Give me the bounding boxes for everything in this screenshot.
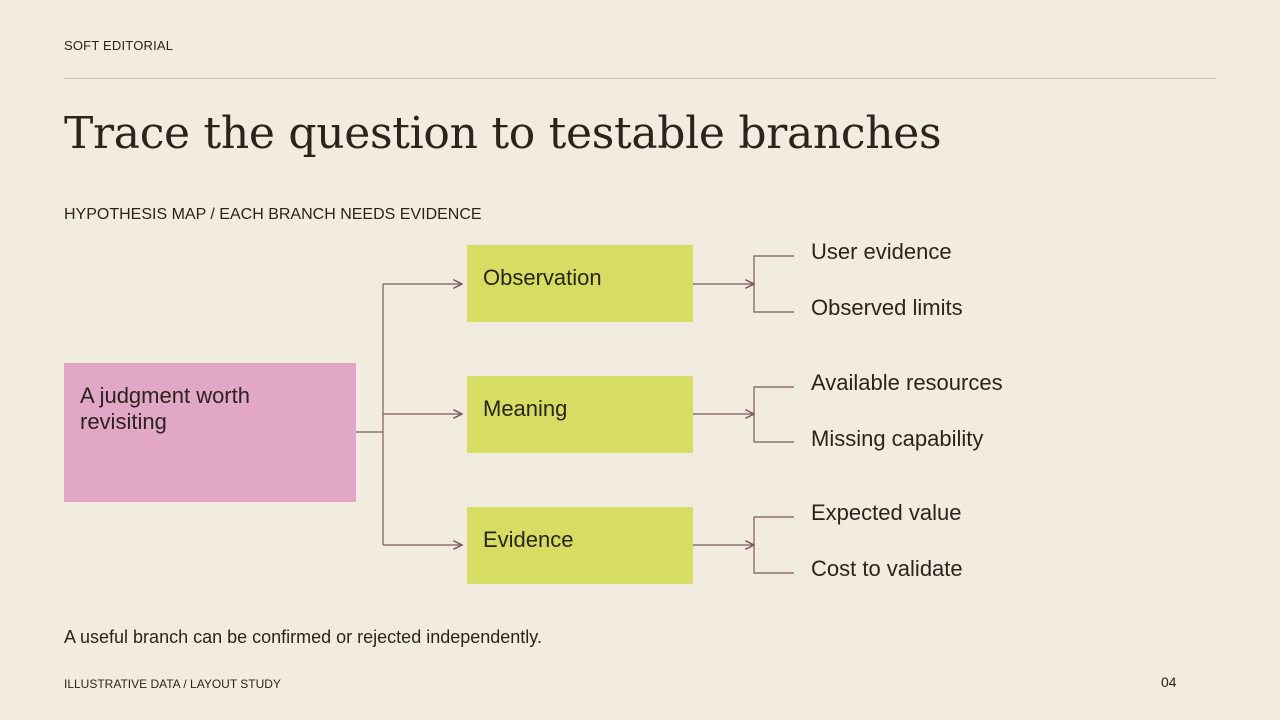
leaf-missing-capability: Missing capability [811, 426, 984, 451]
header-rule [64, 78, 1216, 79]
leaf-available-resources: Available resources [811, 370, 1003, 395]
branch-node-observation: Observation [467, 245, 693, 322]
branch-node-evidence: Evidence [467, 507, 693, 584]
root-node: A judgment worth revisiting [64, 363, 356, 502]
page-number: 04 [1161, 674, 1177, 690]
meaning-leaf-bracket [753, 386, 794, 443]
leaf-observed-limits: Observed limits [811, 295, 963, 320]
footnote: A useful branch can be confirmed or reje… [64, 627, 542, 647]
observation-leaf-bracket [753, 255, 794, 313]
evidence-leaf-bracket [753, 516, 794, 574]
footer-caption: ILLUSTRATIVE DATA / LAYOUT STUDY [64, 677, 281, 691]
kicker: SOFT EDITORIAL [64, 38, 174, 53]
leaf-expected-value: Expected value [811, 500, 962, 525]
section-label: HYPOTHESIS MAP / EACH BRANCH NEEDS EVIDE… [64, 206, 482, 223]
branch-node-meaning: Meaning [467, 376, 693, 453]
leaf-user-evidence: User evidence [811, 239, 952, 264]
leaf-cost-to-validate: Cost to validate [811, 556, 963, 581]
page-title: Trace the question to testable branches [64, 108, 942, 159]
